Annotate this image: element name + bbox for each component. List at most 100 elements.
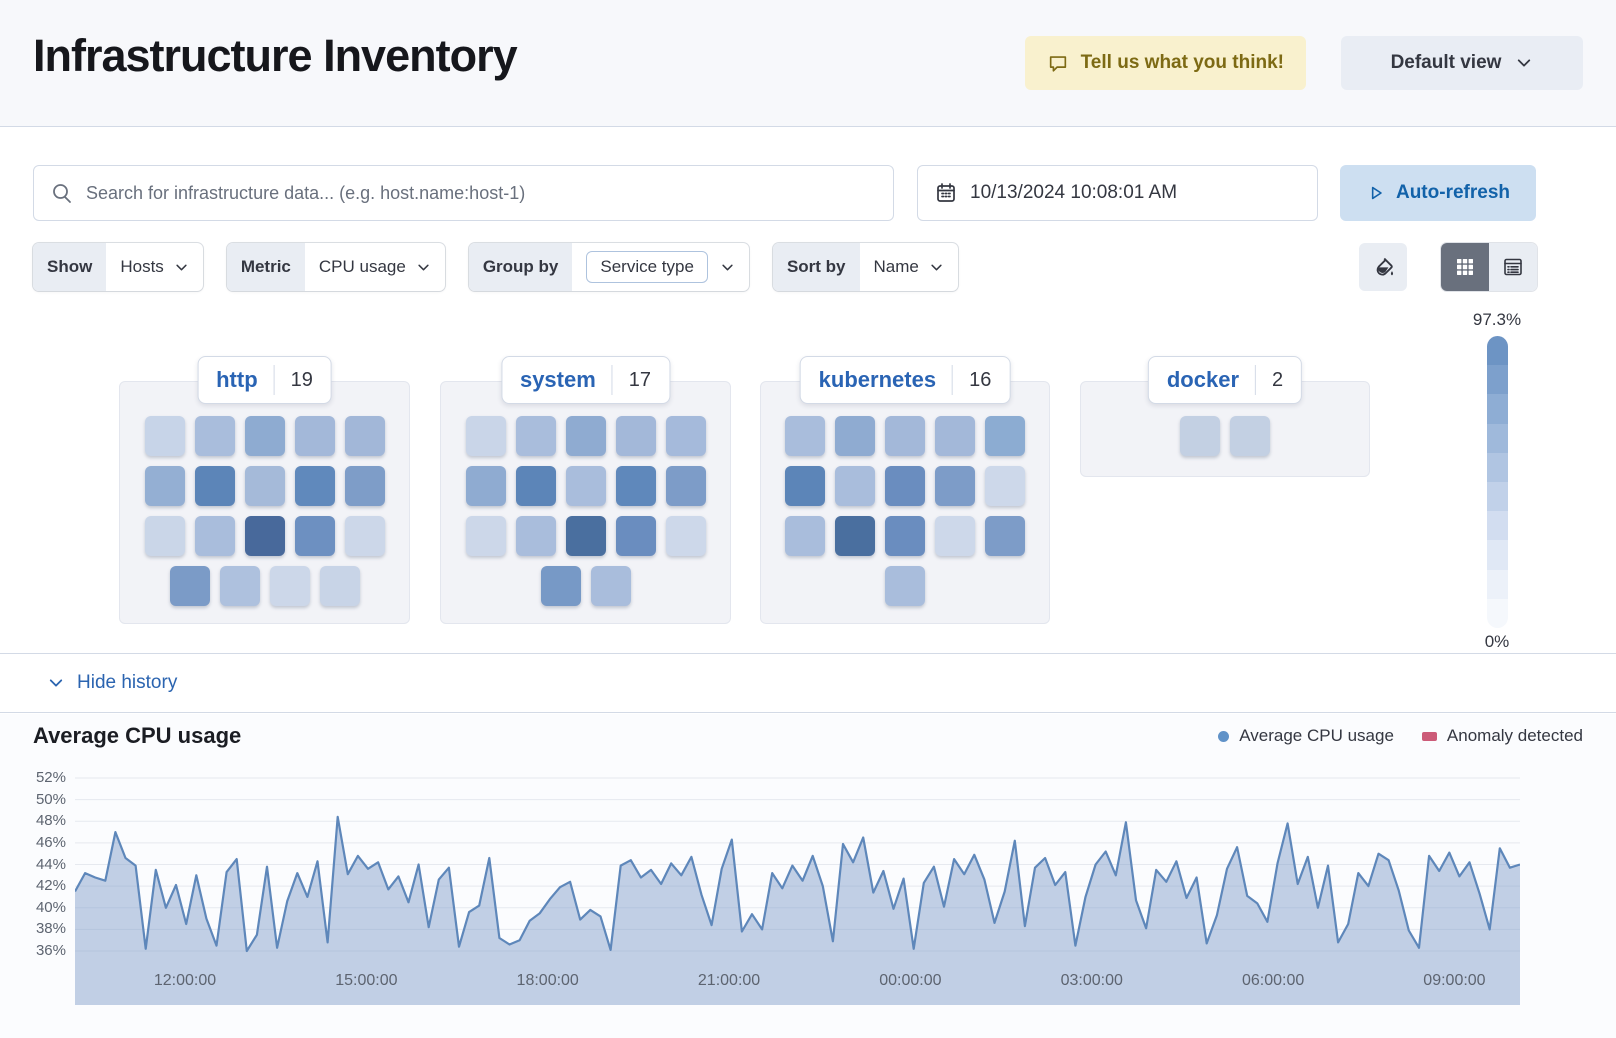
paint-bucket-icon <box>1370 254 1396 280</box>
host-square[interactable] <box>194 516 235 556</box>
legend-item-anomaly[interactable]: Anomaly detected <box>1421 726 1583 746</box>
waffle-view-toggle[interactable] <box>1441 243 1489 291</box>
host-square[interactable] <box>244 466 285 506</box>
hide-history-toggle[interactable]: Hide history <box>0 654 1616 713</box>
group-badge-system[interactable]: system 17 <box>500 356 671 404</box>
table-view-toggle[interactable] <box>1489 243 1537 291</box>
view-mode-toggle <box>1441 243 1537 291</box>
badge-divider <box>611 365 613 395</box>
host-square[interactable] <box>269 566 310 606</box>
host-square[interactable] <box>294 516 335 556</box>
host-square[interactable] <box>885 566 925 606</box>
host-square[interactable] <box>565 466 606 506</box>
host-square[interactable] <box>985 516 1025 556</box>
host-square[interactable] <box>1180 416 1220 456</box>
host-square[interactable] <box>294 416 335 456</box>
host-square[interactable] <box>885 516 925 556</box>
host-square[interactable] <box>785 416 825 456</box>
host-square[interactable] <box>515 516 556 556</box>
y-tick-label: 44% <box>35 855 66 873</box>
group-badge-docker[interactable]: docker 2 <box>1147 356 1303 404</box>
host-square[interactable] <box>785 516 825 556</box>
host-square[interactable] <box>835 516 875 556</box>
feedback-button[interactable]: Tell us what you think! <box>1024 36 1306 90</box>
host-square[interactable] <box>194 466 235 506</box>
show-filter[interactable]: Show Hosts <box>33 243 203 291</box>
metric-filter-value[interactable]: CPU usage <box>305 243 445 291</box>
sortby-filter-value[interactable]: Name <box>860 243 958 291</box>
host-square[interactable] <box>244 516 285 556</box>
usage-scale-bar[interactable] <box>1487 336 1508 628</box>
y-tick-label: 52% <box>35 769 66 786</box>
metric-filter-label: Metric <box>226 243 305 291</box>
host-square[interactable] <box>665 466 706 506</box>
host-square[interactable] <box>294 466 335 506</box>
host-square[interactable] <box>344 516 385 556</box>
chevron-down-icon <box>416 260 431 275</box>
host-square[interactable] <box>1230 416 1270 456</box>
host-square[interactable] <box>985 466 1025 506</box>
host-square[interactable] <box>785 466 825 506</box>
metric-filter[interactable]: Metric CPU usage <box>226 243 445 291</box>
host-square[interactable] <box>219 566 260 606</box>
group-badge-http[interactable]: http 19 <box>197 356 332 404</box>
host-square[interactable] <box>465 466 506 506</box>
host-square[interactable] <box>540 566 581 606</box>
show-filter-value[interactable]: Hosts <box>106 243 202 291</box>
host-square[interactable] <box>244 416 285 456</box>
group-badge-kubernetes[interactable]: kubernetes 16 <box>799 356 1011 404</box>
host-square[interactable] <box>344 416 385 456</box>
legend-color-button[interactable] <box>1359 243 1407 291</box>
auto-refresh-button[interactable]: Auto-refresh <box>1340 165 1536 221</box>
x-tick-label: 06:00:00 <box>1241 972 1305 989</box>
groupby-selected-chip[interactable]: Service type <box>586 251 708 283</box>
play-icon <box>1366 183 1386 203</box>
group-docker: docker 2 <box>1080 356 1370 477</box>
host-square[interactable] <box>144 416 185 456</box>
groupby-filter-label: Group by <box>468 243 573 291</box>
search-bar[interactable] <box>33 165 894 221</box>
host-square[interactable] <box>144 466 185 506</box>
date-picker[interactable]: 10/13/2024 10:08:01 AM <box>917 165 1318 221</box>
badge-divider <box>1255 365 1257 395</box>
host-square[interactable] <box>465 416 506 456</box>
host-square[interactable] <box>885 416 925 456</box>
view-selector-button[interactable]: Default view <box>1341 36 1583 90</box>
host-square[interactable] <box>665 416 706 456</box>
host-square[interactable] <box>344 466 385 506</box>
host-square[interactable] <box>565 516 606 556</box>
groupby-filter-value[interactable]: Service type <box>572 243 749 291</box>
y-tick-label: 36% <box>35 942 66 959</box>
host-square[interactable] <box>985 416 1025 456</box>
host-square[interactable] <box>144 516 185 556</box>
host-square[interactable] <box>615 416 656 456</box>
scale-max-label: 97.3% <box>1472 310 1522 329</box>
show-filter-label: Show <box>33 243 107 291</box>
host-square[interactable] <box>565 416 606 456</box>
group-count: 2 <box>1272 368 1284 391</box>
host-square[interactable] <box>615 516 656 556</box>
host-square[interactable] <box>515 416 556 456</box>
host-square[interactable] <box>194 416 235 456</box>
host-square[interactable] <box>665 516 706 556</box>
legend-item-average-cpu[interactable]: Average CPU usage <box>1218 726 1394 746</box>
search-input[interactable] <box>86 182 877 204</box>
groupby-filter[interactable]: Group by Service type <box>468 243 749 291</box>
y-tick-label: 40% <box>35 898 66 916</box>
host-square[interactable] <box>885 466 925 506</box>
host-square[interactable] <box>615 466 656 506</box>
x-tick-label: 18:00:00 <box>516 972 579 989</box>
host-square[interactable] <box>465 516 506 556</box>
page-header: Infrastructure Inventory Tell us what yo… <box>0 0 1616 127</box>
host-square[interactable] <box>590 566 631 606</box>
host-square[interactable] <box>935 416 975 456</box>
host-square[interactable] <box>319 566 360 606</box>
host-square[interactable] <box>169 566 210 606</box>
host-square[interactable] <box>515 466 556 506</box>
host-square[interactable] <box>935 466 975 506</box>
host-square[interactable] <box>835 416 875 456</box>
host-square[interactable] <box>935 516 975 556</box>
host-square[interactable] <box>835 466 875 506</box>
sortby-filter[interactable]: Sort by Name <box>772 243 958 291</box>
